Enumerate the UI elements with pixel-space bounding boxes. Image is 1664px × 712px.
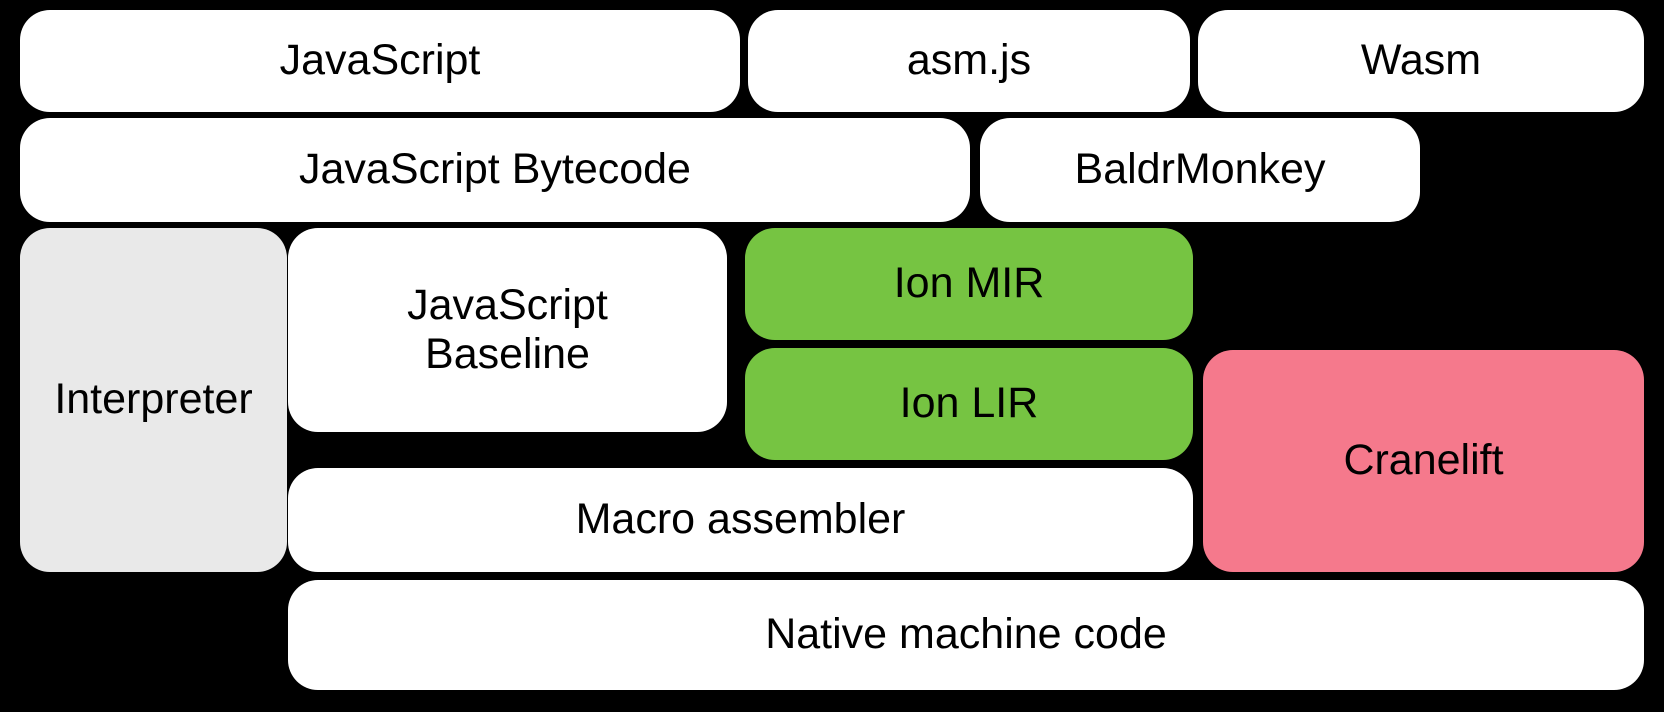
box-javascript: JavaScript [20,10,740,112]
box-baldrmonkey: BaldrMonkey [980,118,1420,222]
box-javascript-baseline: JavaScript Baseline [288,228,727,432]
box-ion-lir: Ion LIR [745,348,1193,460]
box-native-machine-code: Native machine code [288,580,1644,690]
box-asm-js: asm.js [748,10,1190,112]
box-ion-mir: Ion MIR [745,228,1193,340]
box-wasm: Wasm [1198,10,1644,112]
box-javascript-bytecode: JavaScript Bytecode [20,118,970,222]
box-macro-assembler: Macro assembler [288,468,1193,572]
box-cranelift: Cranelift [1203,350,1644,572]
box-interpreter: Interpreter [20,228,287,572]
